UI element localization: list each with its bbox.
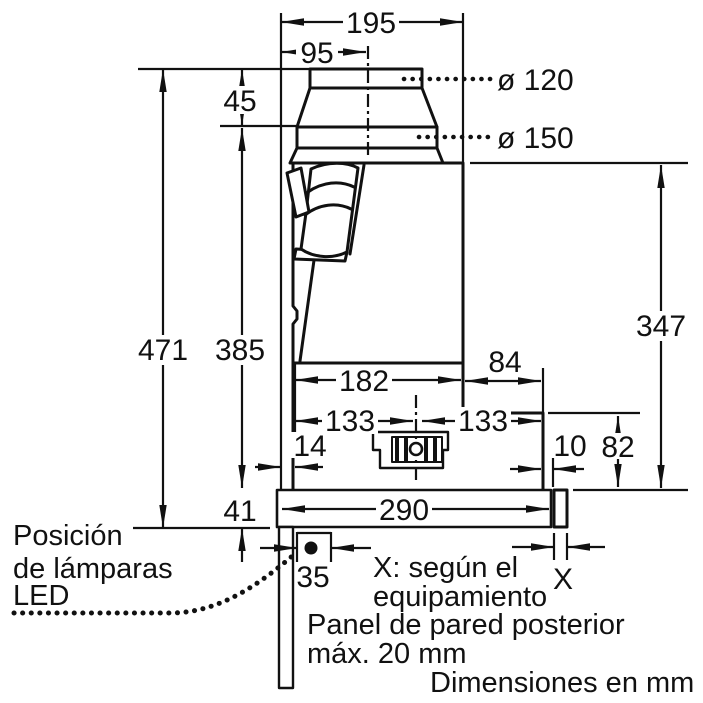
dim-14-label: 14 (293, 430, 326, 463)
bg (634, 311, 689, 341)
connector-ribs (395, 438, 437, 461)
led-note-line3: LED (13, 580, 69, 612)
panel-note-line1: Panel de pared posterior (307, 609, 625, 641)
annotations: Posición de lámparas LED X: según el equ… (13, 520, 694, 699)
dimension-labels: 195 95 45 ø 120 ø 150 471 385 347 182 84… (136, 7, 689, 596)
terminal-connector (371, 395, 450, 482)
fan-scroll (285, 161, 366, 363)
led-note-line1: Posición (13, 520, 123, 552)
dim-dia120-label: ø 120 (497, 64, 574, 97)
duct-assembly (288, 46, 445, 165)
bg (486, 349, 524, 375)
scroll-band-1 (306, 181, 356, 194)
dim-182-label: 182 (339, 365, 389, 398)
units-note: Dimensiones en mm (430, 667, 694, 699)
x-note-line1: X: según el (373, 552, 518, 584)
x-note-line2: equipamiento (373, 581, 547, 613)
dim-x-label: X (553, 563, 573, 596)
dim-dia150-label: ø 150 (497, 122, 574, 155)
connector-screw (408, 441, 424, 457)
bg (551, 432, 589, 458)
pullout-strip (552, 488, 569, 529)
bg (219, 86, 261, 114)
bg (322, 407, 378, 434)
led-note-line2: de lámparas (13, 553, 173, 585)
led-lamp-dot (304, 541, 318, 555)
bg (136, 335, 190, 365)
bg (296, 39, 338, 66)
dim-133-right-label: 133 (458, 405, 508, 438)
bg (455, 407, 511, 434)
dim-45-label: 45 (223, 85, 256, 118)
dim-133-left-label: 133 (325, 405, 375, 438)
dim-195-label: 195 (346, 7, 396, 40)
dim-347-label: 347 (636, 310, 686, 343)
dim-82-label: 82 (601, 431, 634, 464)
bg (343, 8, 399, 37)
dim-471-label: 471 (138, 334, 188, 367)
bg (291, 432, 329, 458)
scroll-flap (285, 166, 311, 219)
bg (376, 495, 432, 522)
dim-41-label: 41 (223, 495, 256, 528)
wall-panel (277, 525, 295, 690)
dim-10-label: 10 (553, 430, 586, 463)
leader-led (11, 549, 300, 616)
bg (336, 366, 392, 394)
dim-95-label: 95 (300, 37, 333, 70)
duct-skirt (288, 146, 445, 165)
visor-front-edge (348, 163, 366, 256)
dim-290-label: 290 (379, 494, 429, 527)
bg (213, 335, 267, 365)
body-left-edge (291, 161, 299, 492)
leader-lines (11, 76, 495, 616)
bg (600, 433, 638, 459)
dim-84-label: 84 (488, 346, 521, 379)
dim-385-label: 385 (215, 334, 265, 367)
dim-35-label: 35 (296, 561, 329, 594)
panel-note-line2: máx. 20 mm (307, 638, 467, 670)
